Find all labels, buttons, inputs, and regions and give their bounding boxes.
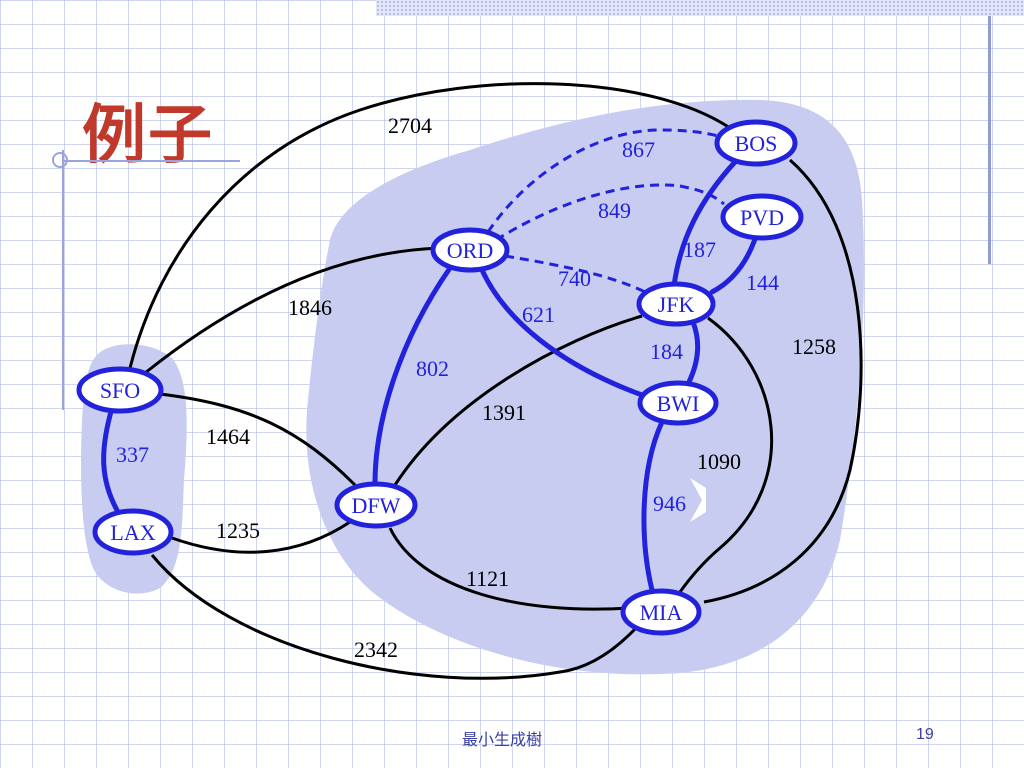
weight-label-lax-mia: 2342 (354, 637, 398, 662)
weight-label-jfk-bwi: 184 (650, 339, 683, 364)
edge-pvd-jfk (709, 233, 759, 295)
weight-label-sfo-bos: 2704 (388, 113, 432, 138)
edge-sfo-bos (128, 82, 731, 369)
weight-label-bos-jfk: 187 (683, 237, 716, 262)
edge-ord-bos (486, 128, 725, 233)
slide-title: 例子 (82, 98, 214, 173)
node-label-sfo: SFO (100, 378, 140, 403)
edge-ord-jfk (504, 254, 646, 294)
node-label-dfw: DFW (352, 493, 401, 518)
edge-bos-jfk (671, 159, 738, 289)
weight-label-bos-mia: 1258 (792, 334, 836, 359)
node-sfo: SFO (76, 366, 164, 414)
arrow-mark-icon (690, 478, 706, 522)
node-label-ord: ORD (447, 238, 493, 263)
edge-lax-mia (150, 554, 638, 680)
edge-lax-dfw (171, 520, 351, 554)
right-decorative-rule (988, 16, 991, 264)
node-label-pvd: PVD (740, 205, 784, 230)
node-dfw: DFW (334, 481, 418, 529)
edge-jfk-bwi (685, 319, 701, 387)
weight-label-ord-dfw: 802 (416, 356, 449, 381)
node-lax: LAX (92, 508, 174, 556)
weight-label-ord-bwi: 621 (522, 302, 555, 327)
weight-label-bwi-mia: 946 (653, 491, 686, 516)
footer-text: 最小生成樹 (462, 730, 543, 749)
node-label-bwi: BWI (657, 391, 700, 416)
weight-label-ord-bos: 867 (622, 137, 655, 162)
edge-ord-dfw (372, 265, 453, 487)
title-bullet-icon (52, 152, 68, 168)
weight-label-pvd-jfk: 144 (746, 270, 779, 295)
edge-jfk-mia (678, 316, 774, 593)
node-label-jfk: JFK (658, 292, 695, 317)
node-bwi: BWI (637, 380, 719, 426)
node-mia: MIA (620, 588, 702, 636)
weight-label-ord-pvd: 849 (598, 198, 631, 223)
node-jfk: JFK (636, 281, 716, 327)
weight-label-dfw-mia: 1121 (466, 566, 509, 591)
edge-ord-bwi (479, 267, 645, 398)
node-bos: BOS (714, 119, 798, 167)
node-label-bos: BOS (735, 131, 778, 156)
node-ord: ORD (430, 227, 510, 273)
edge-sfo-lax (101, 405, 121, 515)
page-number: 19 (916, 726, 934, 743)
edge-bwi-mia (641, 419, 665, 593)
edge-bos-mia (703, 158, 863, 604)
weight-label-sfo-ord: 1846 (288, 295, 332, 320)
weight-label-sfo-dfw: 1464 (206, 424, 250, 449)
edge-sfo-ord (144, 246, 441, 375)
weight-label-dfw-jfk: 1391 (482, 400, 526, 425)
edge-ord-pvd (495, 183, 725, 242)
edge-sfo-dfw (159, 392, 357, 487)
weight-label-ord-jfk: 740 (558, 266, 591, 291)
title-underline (62, 160, 240, 162)
edge-dfw-mia (388, 527, 631, 611)
weight-label-jfk-mia: 1090 (697, 449, 741, 474)
node-label-lax: LAX (110, 520, 155, 545)
edge-dfw-jfk (393, 314, 643, 486)
node-pvd: PVD (720, 193, 804, 241)
weight-label-sfo-lax: 337 (116, 442, 149, 467)
weight-label-lax-dfw: 1235 (216, 518, 260, 543)
top-decorative-band (376, 0, 1024, 16)
title-left-rule (62, 150, 64, 410)
node-label-mia: MIA (640, 600, 683, 625)
